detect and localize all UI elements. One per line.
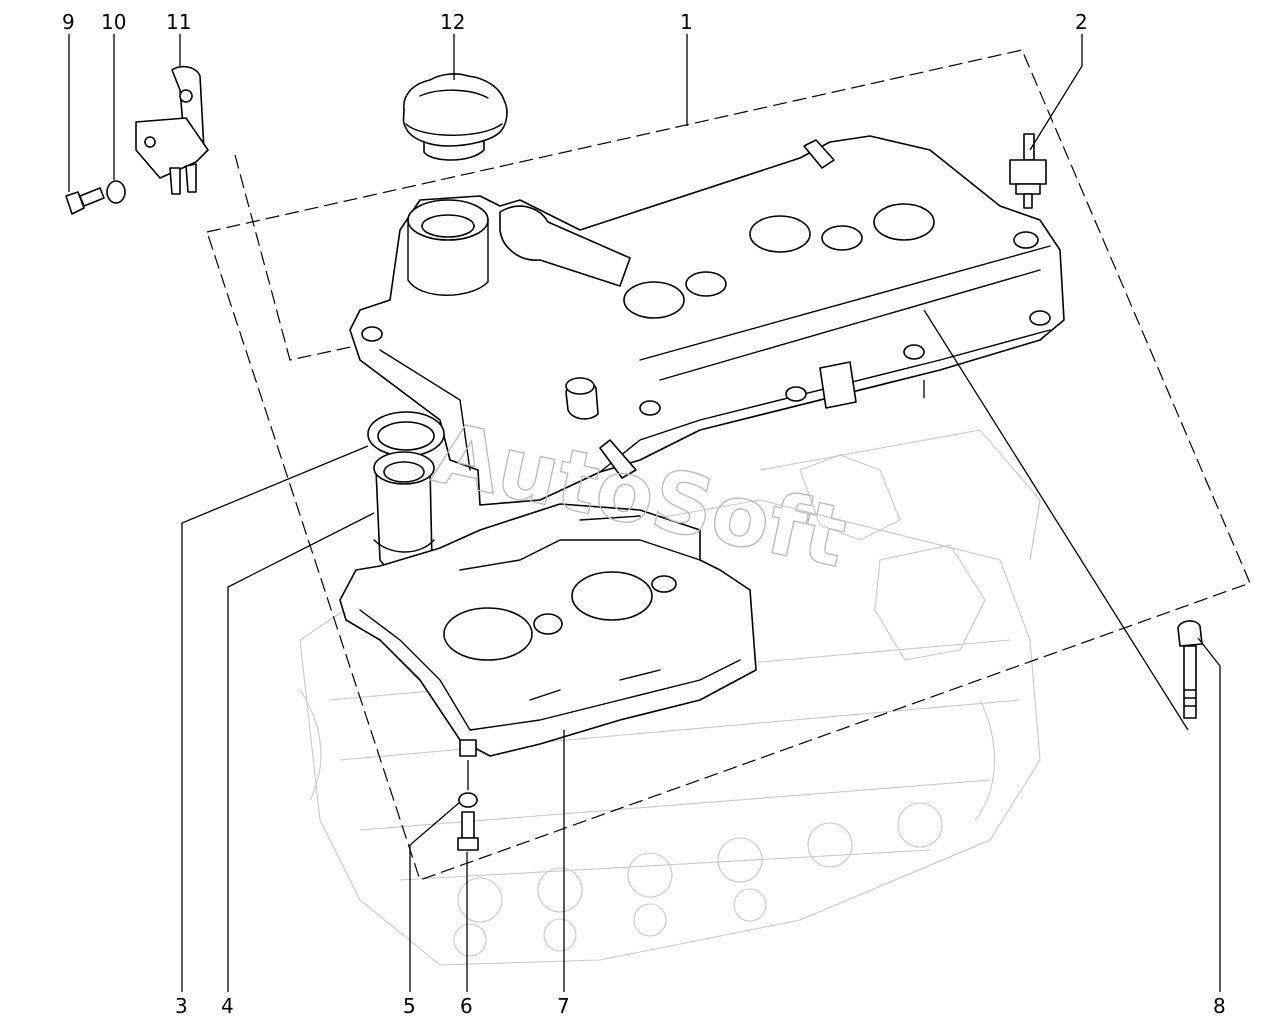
oil-filler-cap	[402, 73, 508, 161]
cylinder-head-cover	[349, 135, 1065, 506]
seal-ring	[367, 411, 445, 457]
bolt-small	[65, 187, 105, 215]
washer-small	[458, 792, 478, 808]
mounting-bracket	[135, 65, 209, 195]
stud-grommet	[1009, 133, 1047, 209]
long-bolt	[1177, 620, 1203, 719]
callout-8: 8	[1213, 994, 1226, 1018]
assembly-1-dashed-outline	[206, 49, 1251, 881]
screw	[457, 811, 479, 851]
callout-3: 3	[175, 994, 188, 1018]
bracket-group-dashed-outline	[234, 154, 361, 361]
callout-2: 2	[1075, 10, 1088, 34]
leader-lines	[68, 34, 1221, 992]
callout-6: 6	[460, 994, 473, 1018]
callout-1: 1	[680, 10, 693, 34]
callout-7: 7	[557, 994, 570, 1018]
washer	[106, 180, 126, 204]
callout-12: 12	[440, 10, 465, 34]
callout-11: 11	[166, 10, 191, 34]
callout-9: 9	[62, 10, 75, 34]
baffle-frame	[339, 503, 757, 757]
callout-10: 10	[101, 10, 126, 34]
callout-4: 4	[221, 994, 234, 1018]
callout-5: 5	[403, 994, 416, 1018]
